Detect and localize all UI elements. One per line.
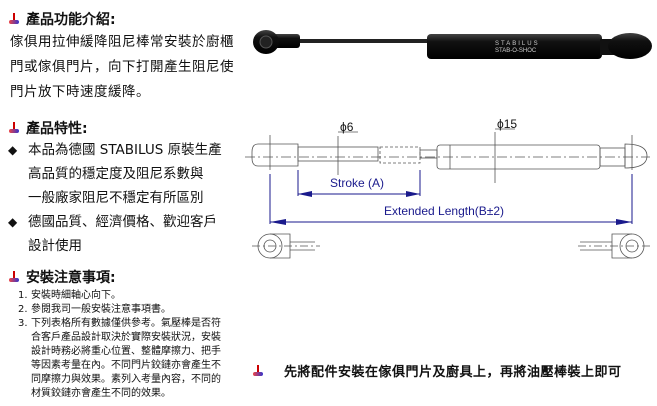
gas-spring-photo: STABILUS STAB-O-SHOC	[253, 30, 652, 59]
intro-line: 傢俱用拉伸緩降阻尼棒常安裝於廚櫃	[10, 34, 234, 50]
note-line: 等因素考量在內。不同門片鉸鏈亦會產生不	[31, 360, 221, 371]
dimension-lines	[269, 170, 633, 224]
feature-item: ◆ 本品為德國 STABILUS 原裝生產 高品質的穩定度及阻尼系數與 一般廠家…	[8, 138, 248, 210]
diamond-bullet-icon: ◆	[8, 215, 18, 229]
note-line: 安裝時細軸心向下。	[31, 290, 121, 301]
features-list: ◆ 本品為德國 STABILUS 原裝生產 高品質的穩定度及阻尼系數與 一般廠家…	[8, 138, 248, 258]
intro-heading: 產品功能介紹:	[8, 9, 116, 29]
intro-line: 門片放下時速度緩降。	[10, 84, 150, 100]
rod-diameter-label: ϕ6	[340, 120, 354, 134]
intro-line: 門或傢俱門片，向下打開產生阻尼使	[10, 59, 234, 75]
note-item: 2. 參閱我司一般安裝注意事項書。	[18, 303, 243, 317]
pin-icon	[8, 13, 20, 25]
feature-line: 高品質的穩定度及阻尼系數與	[28, 166, 204, 182]
feature-item: ◆ 德國品質、經濟價格、歡迎客戶 設計使用	[8, 210, 248, 258]
pin-icon	[8, 122, 20, 134]
note-line: 下列表格所有數據僅供參考。氣壓棒是否符	[31, 318, 221, 329]
note-line: 設計時務必將重心位置、整體摩擦力、把手	[31, 346, 221, 357]
brand-label: STABILUS	[495, 41, 540, 47]
pin-icon	[8, 271, 20, 283]
pin-icon	[252, 364, 264, 377]
dimension-diagram: ϕ6 ϕ15 Stroke (A) Extended Length(B±2)	[245, 117, 650, 259]
features-heading-text: 產品特性:	[26, 121, 88, 137]
note-number: 1.	[18, 290, 28, 301]
feature-line: 一般廠家阻尼不穩定有所區別	[28, 190, 204, 206]
diamond-bullet-icon: ◆	[8, 143, 18, 157]
features-heading: 產品特性:	[8, 118, 88, 138]
note-line: 同摩擦力與效果。素列入考量內容，不同的	[31, 374, 221, 385]
note-item: 1. 安裝時細軸心向下。	[18, 289, 243, 303]
stroke-label: Stroke (A)	[330, 176, 384, 190]
notes-heading-text: 安裝注意事項:	[26, 270, 116, 286]
note-line: 參閱我司一般安裝注意事項書。	[31, 304, 171, 315]
installation-tip-text: 先將配件安裝在傢俱門片及廚具上，再將油壓棒裝上即可	[284, 365, 622, 380]
note-line: 材質鉸鏈亦會產生不同的效果。	[31, 388, 171, 399]
note-item: 3. 下列表格所有數據僅供參考。氣壓棒是否符 合客戶產品設計取決於實際安裝狀況，…	[18, 317, 243, 401]
notes-list: 1. 安裝時細軸心向下。 2. 參閱我司一般安裝注意事項書。 3. 下列表格所有…	[18, 289, 243, 401]
feature-line: 設計使用	[28, 238, 82, 254]
gas-spring-outline	[245, 128, 650, 259]
tube-diameter-label: ϕ15	[497, 117, 517, 131]
intro-text: 傢俱用拉伸緩降阻尼棒常安裝於廚櫃 門或傢俱門片，向下打開產生阻尼使 門片放下時速…	[10, 30, 250, 105]
notes-heading: 安裝注意事項:	[8, 267, 116, 287]
note-number: 2.	[18, 304, 28, 315]
arrowheads	[270, 191, 632, 225]
intro-heading-text: 產品功能介紹:	[26, 12, 116, 28]
installation-tip: 先將配件安裝在傢俱門片及廚具上，再將油壓棒裝上即可	[252, 361, 622, 380]
extended-length-label: Extended Length(B±2)	[384, 204, 504, 218]
model-label: STAB-O-SHOC	[495, 48, 537, 54]
note-number: 3.	[18, 318, 28, 329]
feature-line: 本品為德國 STABILUS 原裝生產	[28, 142, 222, 158]
note-line: 合客戶產品設計取決於實際安裝狀況，安裝	[31, 332, 221, 343]
feature-line: 德國品質、經濟價格、歡迎客戶	[28, 214, 217, 230]
